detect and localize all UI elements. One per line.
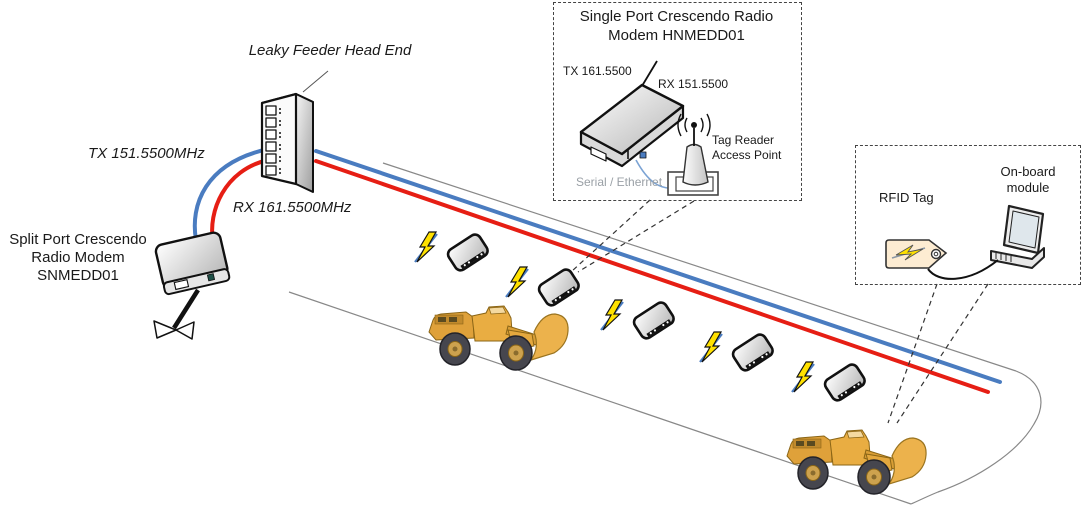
antenna-cone	[682, 143, 709, 186]
onboard-module-label-line1: On-board	[1000, 164, 1056, 179]
lhd-loader-icon	[786, 429, 927, 495]
rx-cable-drop	[210, 158, 270, 243]
split-modem-label: Split Port Crescendo Radio Modem SNMEDD0…	[0, 231, 156, 285]
radio-device-icon	[599, 298, 678, 343]
radio-device-icon	[413, 230, 492, 275]
onboard-module-label-line2: module	[1006, 180, 1050, 195]
onboard-module-icon	[990, 204, 1045, 269]
rfid-pointer-lines	[887, 283, 989, 424]
leaky-feeder-head-end-icon	[260, 92, 314, 193]
tag-module-link	[927, 259, 999, 280]
radio-waves	[677, 113, 711, 137]
tag-reader-label: Tag Reader Access Point	[712, 133, 781, 163]
rx-small-label: RX 151.5500	[658, 77, 729, 91]
tag-reader-label-line1: Tag Reader	[712, 133, 775, 147]
single-port-callout-box	[553, 2, 802, 201]
tx-cable	[314, 149, 1002, 384]
single-port-pointer-lines	[571, 199, 695, 273]
rx-main-label: RX 161.5500MHz	[233, 199, 352, 216]
rx-cable	[314, 159, 990, 394]
tx-small-label: TX 161.5500	[563, 64, 632, 78]
tag-reader-access-point-icon	[667, 113, 719, 196]
split-modem-label-line1: Split Port Crescendo	[9, 231, 147, 248]
tx-cable-drop	[192, 147, 270, 242]
single-port-title: Single Port Crescendo Radio Modem HNMEDD…	[553, 7, 800, 45]
tag-reader-label-line2: Access Point	[712, 148, 782, 162]
antenna-whip	[641, 60, 658, 87]
rfid-tag-label: RFID Tag	[879, 190, 934, 205]
antenna-stem	[172, 288, 200, 330]
split-modem-label-line2: Radio Modem	[31, 249, 125, 266]
head-end-label: Leaky Feeder Head End	[248, 42, 412, 59]
antenna-bowtie-icon	[153, 320, 195, 340]
radio-device-icon	[504, 265, 583, 310]
serial-ethernet-label: Serial / Ethernet	[576, 175, 663, 189]
single-port-title-line2: Modem HNMEDD01	[608, 27, 745, 44]
head-end-pointer-line	[302, 70, 329, 93]
head-end-ports	[265, 105, 281, 176]
split-modem-label-line3: SNMEDD01	[37, 267, 119, 284]
single-port-title-line1: Single Port Crescendo Radio	[579, 8, 774, 25]
radio-device-icon	[698, 330, 777, 375]
tx-main-label: TX 151.5500MHz	[88, 145, 205, 162]
onboard-module-label: On-board module	[995, 164, 1061, 196]
lhd-loader-icon	[428, 305, 569, 371]
single-port-modem-icon	[579, 60, 685, 168]
rfid-callout-box	[855, 145, 1081, 285]
radio-device-icon	[790, 360, 869, 405]
rfid-tag-icon	[885, 239, 948, 269]
split-port-modem-icon	[153, 231, 231, 340]
